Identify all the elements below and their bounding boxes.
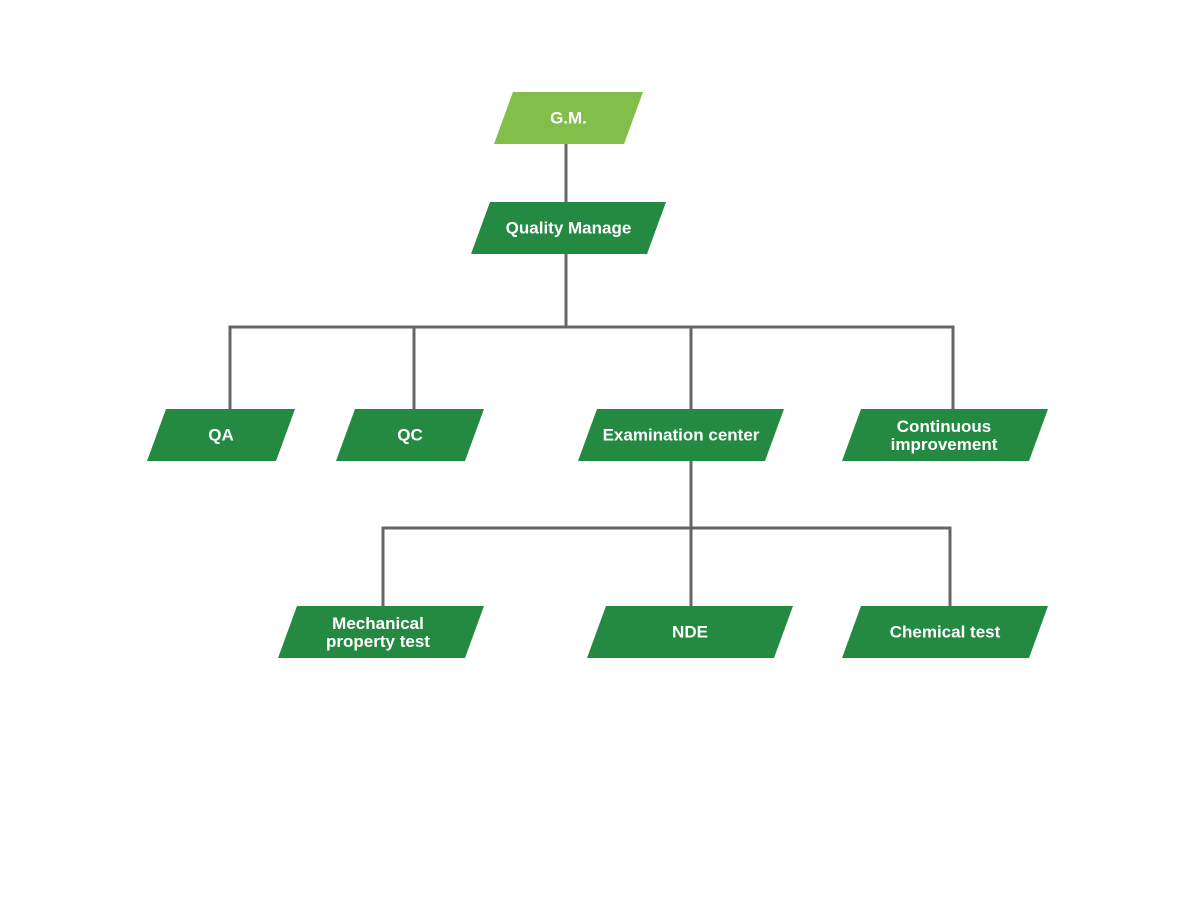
- node-continuous-improvement-shape: [842, 409, 1048, 461]
- node-nde-label: NDE: [672, 623, 708, 642]
- node-qa-label: QA: [208, 426, 234, 445]
- label-line: Continuous: [897, 417, 991, 436]
- node-qa[interactable]: QA: [147, 409, 295, 461]
- node-nde-shape: [587, 606, 793, 658]
- node-gm[interactable]: G.M.: [494, 92, 643, 144]
- node-examination-center-label: Examination center: [603, 426, 760, 445]
- node-gm-label: G.M.: [550, 109, 587, 128]
- connector-lines: [228, 142, 955, 608]
- label-line: improvement: [891, 435, 998, 454]
- node-nde[interactable]: NDE: [587, 606, 793, 658]
- label-line: Mechanical: [332, 614, 424, 633]
- node-examination-center-shape: [578, 409, 784, 461]
- node-qc[interactable]: QC: [336, 409, 484, 461]
- node-chemical-test-label: Chemical test: [890, 623, 1001, 642]
- node-chemical-test-shape: [842, 606, 1048, 658]
- node-quality-manage[interactable]: Quality Manage: [471, 202, 666, 254]
- node-gm-shape: [494, 92, 643, 144]
- label-line: property test: [326, 632, 430, 651]
- node-qc-shape: [336, 409, 484, 461]
- node-examination-center[interactable]: Examination center: [578, 409, 784, 461]
- node-mechanical-property-test-shape: [278, 606, 484, 658]
- node-quality-manage-label: Quality Manage: [506, 219, 632, 238]
- node-qa-shape: [147, 409, 295, 461]
- node-quality-manage-shape: [471, 202, 666, 254]
- node-qc-label: QC: [397, 426, 423, 445]
- node-chemical-test[interactable]: Chemical test: [842, 606, 1048, 658]
